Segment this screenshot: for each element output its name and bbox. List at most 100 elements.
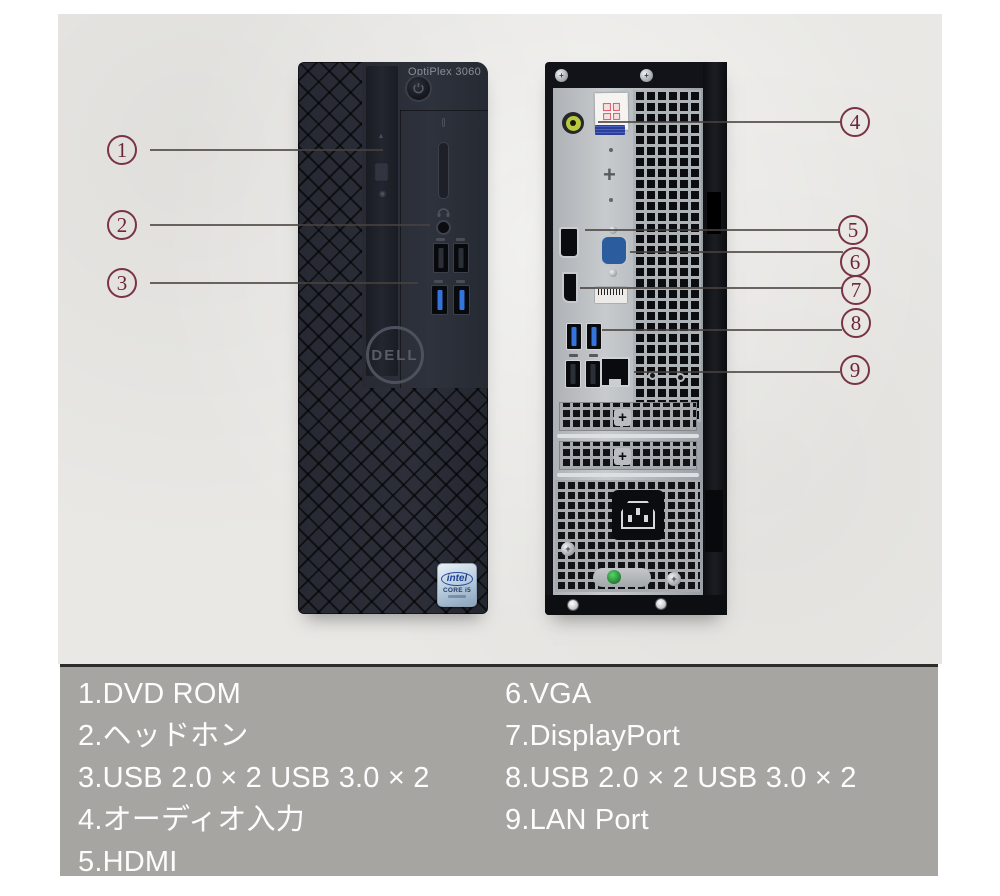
power-supply-vent: + +: [555, 480, 700, 592]
usb-tab: [438, 248, 444, 268]
callout-line-6: [630, 251, 843, 253]
audio-line-jack: [562, 112, 584, 134]
slot-thumbscrew: +: [614, 448, 631, 465]
front-usb2-port: [453, 243, 469, 273]
callout-9: 9: [840, 355, 870, 385]
antenna-punchout: [676, 373, 685, 382]
displayport-port: [562, 272, 578, 303]
legend-item-dvd: 1.DVD ROM: [78, 678, 241, 710]
photo-backdrop: [58, 14, 942, 664]
windows-logo-icon: [602, 102, 621, 121]
back-usb2-port: [585, 360, 601, 388]
model-label: OptiPlex 3060: [408, 66, 481, 78]
usb3-icon: [456, 280, 465, 283]
legend-item-audio-in: 4.オーディオ入力: [78, 804, 305, 836]
callout-line-8: [602, 329, 842, 331]
callout-line-9: [634, 371, 840, 373]
callout-line-1: [150, 149, 383, 151]
power-button: [405, 75, 432, 102]
case-screw: [655, 598, 667, 610]
sd-card-slot: [438, 142, 449, 199]
dell-logo-text: DELL: [371, 346, 419, 364]
side-latch-column: [703, 62, 727, 615]
case-screw: +: [640, 69, 653, 82]
legend-item-displayport: 7.DisplayPort: [505, 720, 681, 752]
lan-clip-notch: [609, 379, 621, 386]
front-usb3-port: [453, 285, 470, 315]
usb-tab: [571, 327, 577, 346]
back-usb2-port: [565, 360, 581, 388]
callout-8: 8: [841, 308, 871, 338]
microsoft-label: [595, 125, 625, 135]
disc-icon: ▴: [379, 131, 384, 140]
callout-line-2: [150, 224, 430, 226]
legend-left-column: 1.DVD ROM 2.ヘッドホン 3.USB 2.0 × 2 USB 3.0 …: [78, 673, 430, 883]
hdmi-port: [559, 227, 579, 258]
cpu-model-text: CORE i5: [442, 587, 472, 594]
callout-2: 2: [107, 210, 137, 240]
callout-5: 5: [838, 215, 868, 245]
vga-screw: [609, 269, 617, 277]
lan-port: [600, 357, 630, 387]
usb2-icon: [456, 238, 465, 241]
usb2-icon: [589, 354, 598, 357]
front-usb3-port: [431, 285, 448, 315]
back-usb3-port: [566, 323, 582, 350]
usb-tab: [437, 290, 442, 310]
service-tag-label: [595, 287, 627, 303]
ac-power-inlet: [612, 490, 664, 540]
usb-tab: [591, 327, 597, 346]
slot-divider: [557, 434, 699, 438]
case-bottom-frame: [545, 595, 727, 615]
legend-item-back-usb: 8.USB 2.0 × 2 USB 3.0 × 2: [505, 762, 857, 794]
callout-1: 1: [107, 135, 137, 165]
panel-seam: [400, 110, 488, 111]
slot-divider: [557, 473, 699, 477]
expansion-slot-cover: +: [559, 402, 697, 431]
psu-diagnostic-slot: [593, 568, 651, 587]
plate-dot: [609, 198, 613, 202]
legend-item-front-usb: 3.USB 2.0 × 2 USB 3.0 × 2: [78, 762, 430, 794]
usb-tab: [459, 290, 464, 310]
front-control-panel: ▴ ◉ OptiPlex 3060: [362, 62, 488, 388]
callout-6: 6: [840, 247, 870, 277]
plate-dot: [609, 148, 613, 152]
back-usb3-port: [586, 323, 602, 350]
legend-item-headphone: 2.ヘッドホン: [78, 720, 249, 752]
callout-line-4: [598, 121, 840, 123]
psu-screw: +: [561, 542, 575, 556]
disc-activity-icon: ◉: [379, 189, 386, 198]
callout-line-5: [585, 229, 838, 231]
usb3-icon: [434, 280, 443, 283]
callout-4: 4: [840, 107, 870, 137]
latch-slot: [707, 192, 721, 234]
usb-tab: [570, 364, 576, 384]
usb-tab: [458, 248, 464, 268]
psu-status-led: [607, 570, 621, 584]
case-screw: [567, 599, 579, 611]
badge-fine-print: [448, 595, 466, 598]
audio-jack-hole: [570, 120, 576, 126]
legend-item-vga: 6.VGA: [505, 678, 592, 710]
headphone-icon: [437, 208, 450, 217]
expansion-slot-cover: +: [559, 441, 697, 470]
port-legend: 1.DVD ROM 2.ヘッドホン 3.USB 2.0 × 2 USB 3.0 …: [60, 664, 938, 878]
pc-back-view: + + +: [545, 62, 727, 615]
callout-line-3: [150, 282, 418, 284]
power-icon: [413, 83, 424, 94]
slot-thumbscrew: +: [614, 409, 631, 426]
usb-tab: [590, 364, 596, 384]
headphone-jack: [436, 220, 451, 235]
vent-grille: [633, 90, 701, 422]
c14-connector: [621, 501, 655, 529]
usb2-icon: [569, 354, 578, 357]
dvd-eject-button: [374, 162, 389, 182]
front-usb2-port: [433, 243, 449, 273]
audio-jack-ring: [565, 115, 581, 131]
usb2-icon: [436, 238, 445, 241]
panel-seam: [400, 110, 401, 388]
vga-port: [600, 235, 628, 266]
callout-7: 7: [841, 275, 871, 305]
psu-screw: +: [667, 572, 681, 586]
